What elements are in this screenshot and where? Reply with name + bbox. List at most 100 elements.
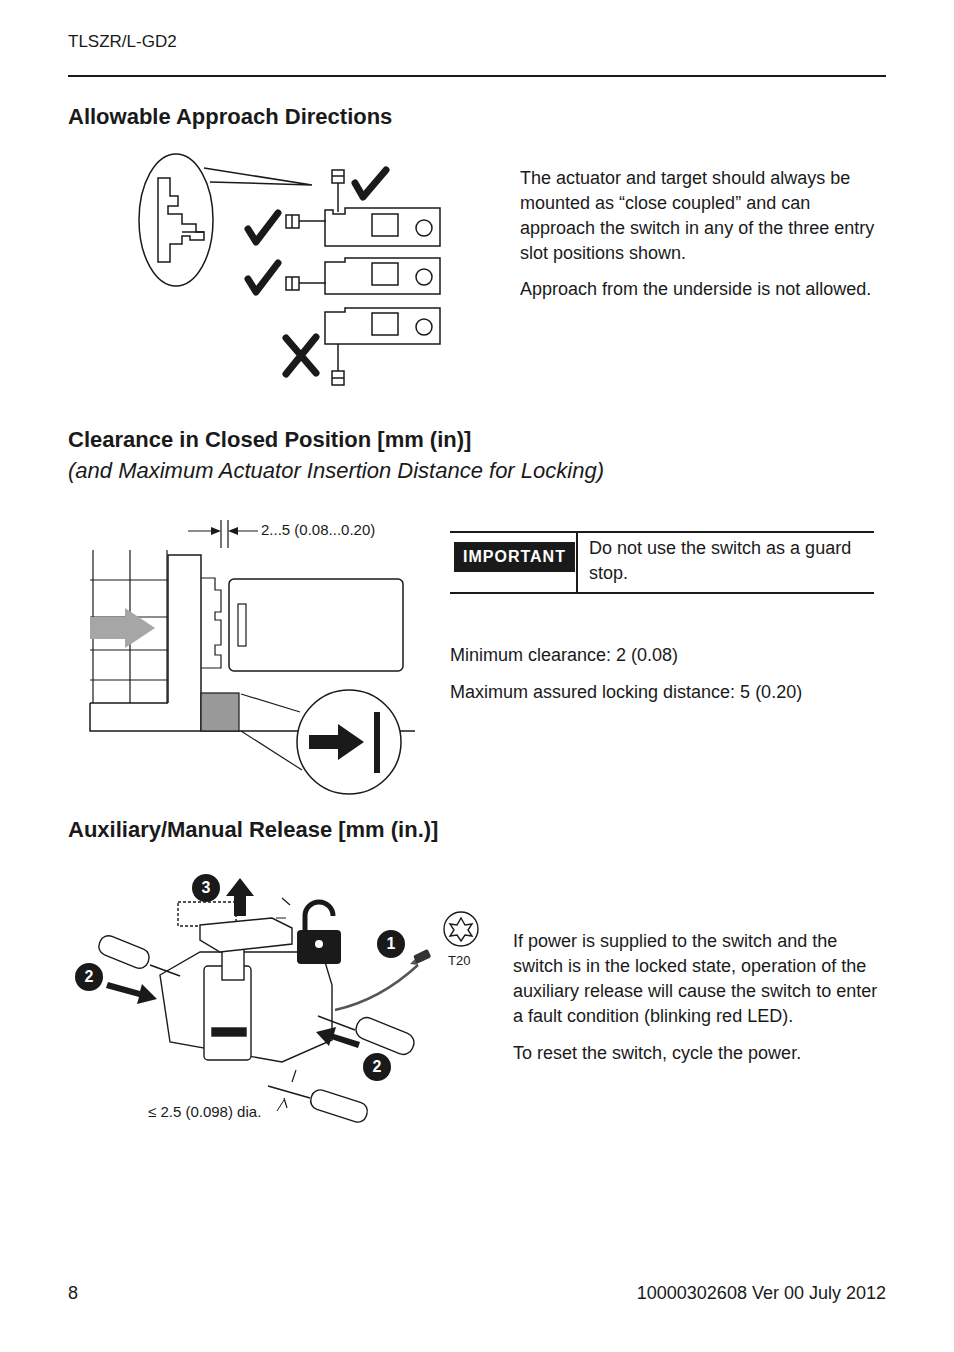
actuator-line	[332, 377, 344, 379]
stop-arrow	[309, 724, 364, 760]
torx-outline	[444, 912, 478, 946]
approach-marks	[248, 170, 386, 374]
dimension-label: 2...5 (0.08...0.20)	[261, 520, 375, 541]
section-heading: Allowable Approach Directions	[68, 102, 392, 133]
stop-bar	[374, 712, 380, 773]
dimension-line	[188, 530, 258, 531]
actuator	[286, 215, 299, 228]
check-mark	[355, 170, 386, 197]
running-header: TLSZR/L-GD2	[68, 30, 177, 54]
actuator-tongue	[201, 578, 221, 668]
callout-text: 1	[387, 935, 396, 953]
page-number: 8	[68, 1281, 78, 1306]
footer-text: 10000302608 Ver 00 July 2012	[560, 1281, 886, 1306]
switch-screw	[416, 319, 432, 335]
screwdriver-shaft	[150, 965, 180, 976]
insertion-arrow	[90, 608, 155, 648]
lock-rays	[276, 898, 290, 918]
screwdriver-shaft	[268, 1086, 310, 1098]
section-heading: Clearance in Closed Position [mm (in)]	[68, 425, 471, 456]
actuator	[332, 371, 344, 385]
callout-number: 1	[377, 930, 405, 958]
screw	[413, 949, 431, 964]
important-table	[450, 531, 874, 594]
lock-keyhole	[315, 940, 323, 948]
callout-text: 2	[85, 968, 94, 986]
dimension-ticks	[284, 1070, 296, 1108]
tool-label: T20	[448, 952, 470, 970]
callout-number: 3	[192, 874, 220, 902]
body-text: If power is supplied to the switch and t…	[513, 929, 885, 1029]
actuator-head	[200, 918, 292, 952]
callout-number: 2	[75, 963, 103, 991]
switch-screw	[416, 220, 432, 236]
leader-line	[277, 1100, 284, 1111]
body-text: Approach from the underside is not allow…	[520, 277, 890, 302]
body-text: To reset the switch, cycle the power.	[513, 1041, 885, 1066]
actuator	[332, 170, 344, 183]
dimension-arrowheads	[211, 527, 238, 535]
body-text: The actuator and target should always be…	[520, 166, 890, 266]
check-mark	[248, 213, 278, 242]
actuator-stem	[299, 220, 326, 222]
switch-slot	[238, 604, 246, 646]
dimension-label: ≤ 2.5 (0.098) dia.	[148, 1102, 261, 1123]
section-subheading: (and Maximum Actuator Insertion Distance…	[68, 456, 604, 487]
dimension-extension	[221, 520, 228, 548]
badge-text: IMPORTANT	[463, 548, 566, 566]
section-heading: Auxiliary/Manual Release [mm (in.)]	[68, 815, 438, 846]
screwdriver-handle	[308, 1088, 369, 1125]
switch-housing	[160, 952, 332, 1062]
leader-line	[241, 694, 302, 770]
label-strip	[212, 1028, 246, 1036]
table-rule	[450, 531, 874, 533]
target-block	[201, 693, 239, 731]
actuator	[286, 277, 299, 290]
screwdriver-shaft	[318, 1016, 355, 1030]
callout-text: 2	[373, 1058, 382, 1076]
switch-body	[325, 208, 440, 246]
actuator-line	[291, 277, 293, 290]
actuator-stem	[337, 344, 339, 371]
switch-body	[325, 258, 440, 294]
spec-text: Minimum clearance: 2 (0.08)	[450, 643, 678, 668]
table-divider	[576, 531, 578, 594]
header-rule	[68, 75, 886, 77]
table-rule	[450, 592, 874, 594]
push-arrow	[106, 982, 157, 1004]
actuator-stem	[337, 183, 339, 212]
switch-screw	[416, 269, 432, 285]
actuator-line	[291, 215, 293, 228]
release-figure	[96, 902, 478, 1124]
actuator-stem	[299, 282, 326, 284]
clearance-figure	[90, 520, 415, 794]
removal-arrow	[335, 965, 418, 1010]
approach-figure	[139, 154, 440, 385]
lift-arrow	[226, 878, 254, 916]
screwdriver-handle	[96, 933, 152, 971]
screwdriver-handle	[353, 1015, 417, 1058]
torx-star	[450, 918, 472, 941]
lock-body	[297, 930, 341, 964]
switch-body	[229, 579, 403, 671]
note-text: Do not use the switch as a guard stop.	[589, 536, 871, 586]
detail-circle	[297, 690, 401, 794]
push-arrow	[316, 1027, 360, 1048]
detail-profile	[158, 178, 204, 262]
lock-shackle	[305, 902, 333, 930]
switch-window	[372, 263, 398, 285]
balloon-pointer	[204, 168, 312, 185]
callout-text: 3	[202, 879, 211, 897]
guard-grid	[90, 550, 168, 703]
cross-mark	[286, 337, 316, 374]
detail-balloon	[139, 154, 213, 286]
callout-number: 2	[363, 1053, 391, 1081]
switch-body	[325, 308, 440, 344]
detail-line	[182, 231, 204, 233]
switch-window	[372, 313, 398, 335]
switch-window	[372, 214, 398, 236]
important-badge: IMPORTANT	[454, 542, 575, 572]
spec-text: Maximum assured locking distance: 5 (0.2…	[450, 680, 802, 705]
check-mark	[248, 263, 278, 292]
